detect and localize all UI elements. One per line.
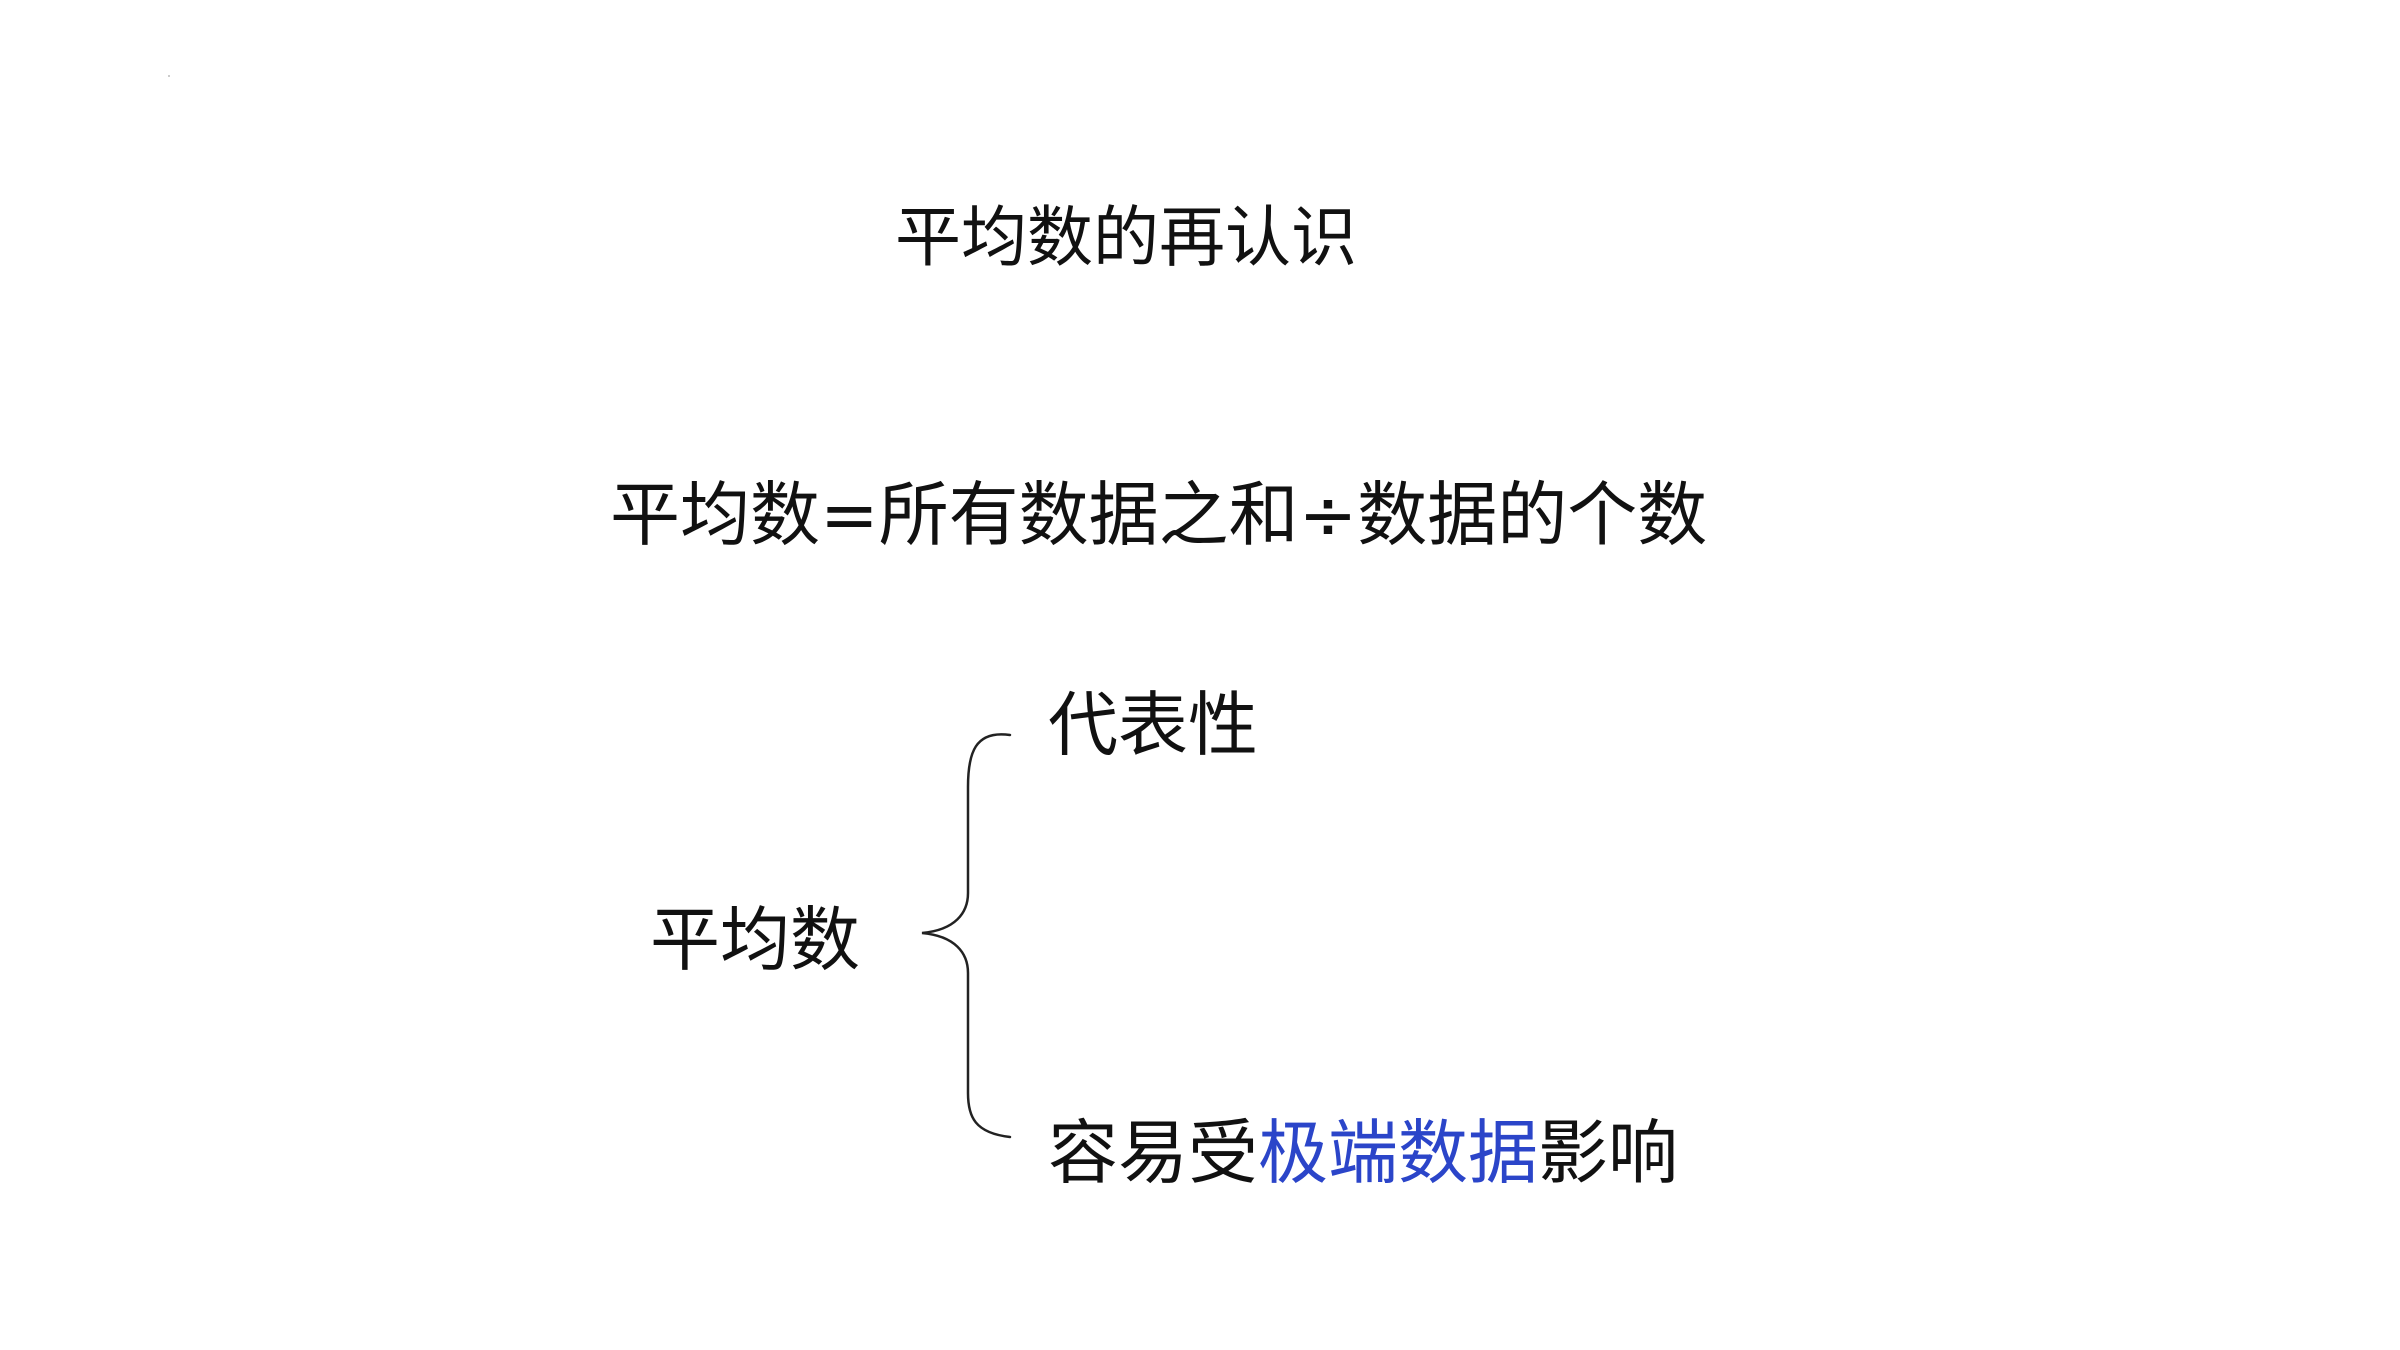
average-formula: 平均数=所有数据之和÷数据的个数 xyxy=(610,474,1708,556)
property-extreme-values: 容易受极端数据影响 xyxy=(1048,1118,1678,1188)
highlight-extreme-data: 极端数据 xyxy=(1258,1112,1538,1194)
property-representative: 代表性 xyxy=(1048,684,1258,766)
stray-dot xyxy=(168,75,170,77)
property-prefix: 容易受 xyxy=(1048,1112,1258,1194)
brace-subject: 平均数 xyxy=(650,899,860,981)
slide-title: 平均数的再认识 xyxy=(895,199,1357,276)
property-suffix: 影响 xyxy=(1538,1112,1678,1194)
curly-brace xyxy=(921,733,1012,1139)
